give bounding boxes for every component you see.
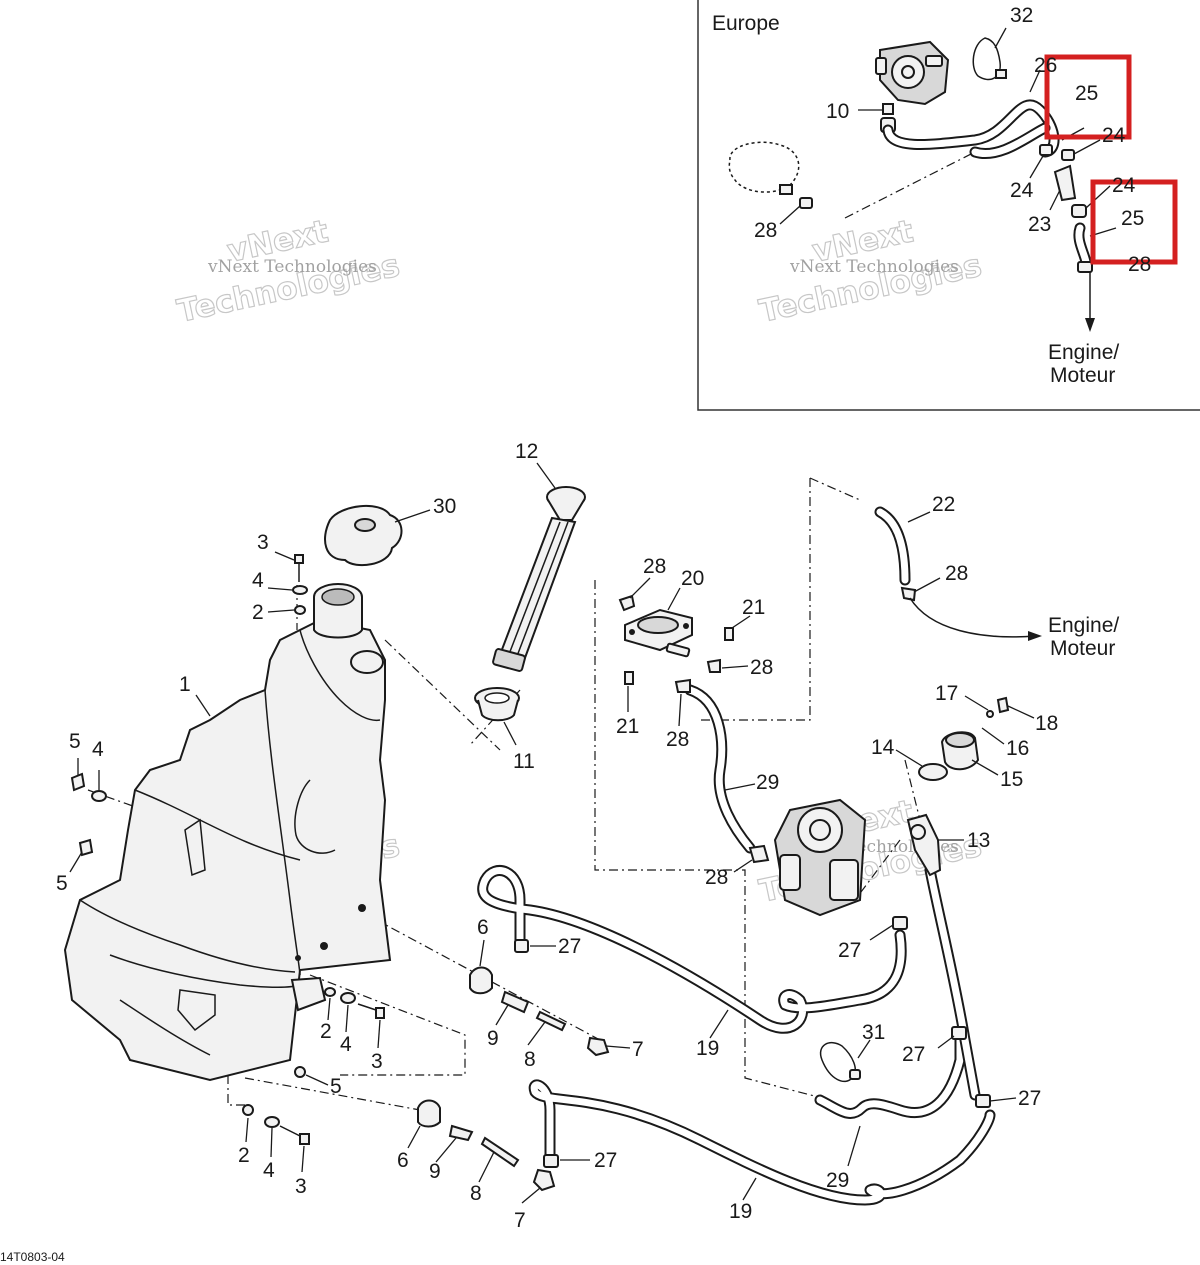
callout-number: 17	[935, 682, 958, 705]
callout-number: 4	[252, 569, 264, 592]
tank-fasteners-upper	[292, 554, 308, 615]
callout-number: 23	[1028, 213, 1051, 236]
callout-number: 1	[179, 673, 191, 696]
fuel-gauge-sender	[492, 486, 586, 672]
callout-number: 24	[1010, 179, 1034, 202]
callout-number: 28	[754, 219, 777, 242]
gauge-grommet	[474, 687, 520, 722]
callout-number: 28	[666, 728, 689, 751]
callout-number: 2	[252, 601, 264, 624]
throttle-body	[748, 798, 867, 917]
callout-number: 25	[1075, 82, 1098, 105]
callout-number: 5	[69, 730, 81, 753]
callout-number: 14	[871, 736, 895, 759]
callout-number: 27	[838, 939, 861, 962]
tank-fasteners-bottom	[242, 987, 385, 1145]
callout-number: 28	[1128, 253, 1151, 276]
callout-number: 19	[696, 1037, 719, 1060]
callout-number: 27	[558, 935, 581, 958]
callout-number: 32	[1010, 4, 1033, 27]
callout-number: 30	[433, 495, 456, 518]
callout-number: 28	[750, 656, 773, 679]
callout-number: 8	[524, 1048, 536, 1071]
tank-fasteners-left	[70, 772, 107, 857]
callout-number: 3	[295, 1175, 307, 1198]
callout-number: 3	[257, 531, 269, 554]
fuel-cap	[324, 504, 403, 567]
callout-number: 10	[826, 100, 849, 123]
callout-number: 21	[742, 596, 765, 619]
inset-engine-label: Engine/	[1048, 341, 1119, 364]
svg-text:vNext Technologies: vNext Technologies	[207, 257, 377, 277]
callout-number: 9	[487, 1027, 499, 1050]
callout-number: 3	[371, 1050, 383, 1073]
callout-number: 2	[320, 1020, 332, 1043]
callout-number: 4	[263, 1159, 275, 1182]
callout-number: 29	[826, 1169, 849, 1192]
callout-number: 24	[1102, 124, 1126, 147]
callout-number: 21	[616, 715, 639, 738]
callout-number: 28	[643, 555, 666, 578]
inset-clamp-24a	[1039, 144, 1053, 156]
clamp-31	[819, 1041, 856, 1083]
callout-number: 13	[967, 829, 990, 852]
callout-number: 29	[756, 771, 779, 794]
callout-number: 4	[340, 1033, 352, 1056]
fuel-filter	[618, 594, 734, 693]
outlet-fitting-lower	[417, 1099, 556, 1192]
inset-clamp-24c	[1071, 204, 1087, 218]
main-engine-label: Moteur	[1050, 637, 1115, 660]
inset-clamp-24b	[1061, 149, 1075, 161]
callout-number: 15	[1000, 768, 1023, 791]
hose-clamps-27	[514, 916, 991, 1168]
inset-engine-label: Moteur	[1050, 364, 1115, 387]
inset-border	[697, 0, 1200, 411]
svg-text:vNext Technologies: vNext Technologies	[789, 257, 959, 277]
callout-number: 2	[238, 1144, 250, 1167]
callout-number: 27	[594, 1149, 617, 1172]
callout-number: 5	[330, 1075, 342, 1098]
callout-number: 20	[681, 567, 704, 590]
callout-number: 11	[513, 750, 535, 773]
callout-number: 19	[729, 1200, 752, 1223]
callout-number: 26	[1034, 54, 1057, 77]
callout-number: 6	[397, 1149, 409, 1172]
callout-number: 28	[945, 562, 968, 585]
pressure-regulator	[906, 813, 942, 877]
inset-clamp-32	[972, 37, 1001, 81]
callout-number: 4	[92, 738, 104, 761]
main-diagram: 12 30 3 4 2 1 5 4 5 11 22 28 20 28 21 28…	[56, 440, 1119, 1232]
regulator-cap-parts	[918, 696, 1010, 781]
europe-inset: Europe	[697, 0, 1200, 411]
inset-fuel-pump	[875, 40, 950, 106]
callout-number: 6	[477, 916, 489, 939]
callout-number: 24	[1112, 174, 1136, 197]
highlight-box-upper	[1044, 54, 1132, 140]
callout-number: 22	[932, 493, 955, 516]
callout-number: 27	[902, 1043, 925, 1066]
callout-number: 18	[1035, 712, 1058, 735]
document-reference: 14T0803-04	[0, 1250, 65, 1264]
callout-number: 25	[1121, 207, 1144, 230]
callout-number: 12	[515, 440, 538, 463]
callout-number: 5	[56, 872, 68, 895]
main-engine-label: Engine/	[1048, 614, 1119, 637]
callout-number: 9	[429, 1160, 441, 1183]
callout-number: 16	[1006, 737, 1029, 760]
callout-number: 28	[705, 866, 728, 889]
callout-number: 8	[470, 1182, 482, 1205]
callout-number: 7	[514, 1209, 526, 1232]
callout-number: 31	[862, 1021, 885, 1044]
fuel-tank	[63, 583, 392, 1082]
callout-number: 7	[632, 1038, 644, 1061]
highlight-box-lower	[1090, 179, 1178, 265]
outlet-fitting-upper	[469, 966, 610, 1057]
inset-title: Europe	[712, 12, 780, 35]
callout-number: 27	[1018, 1087, 1041, 1110]
